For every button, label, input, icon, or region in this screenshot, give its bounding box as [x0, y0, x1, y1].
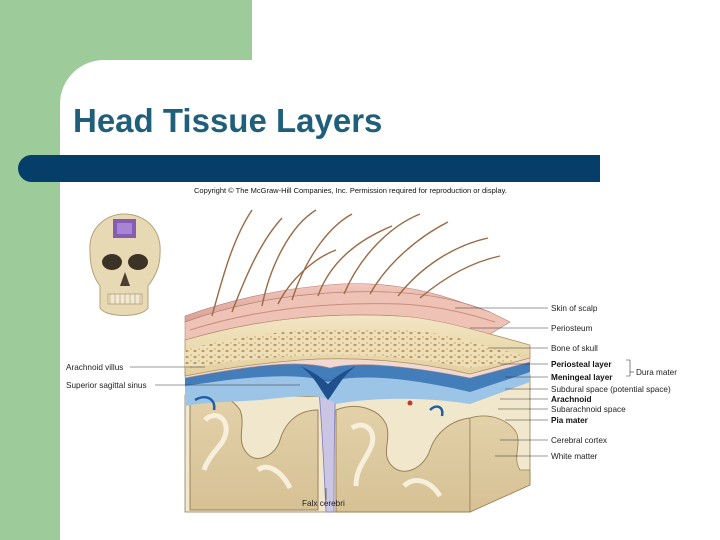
skull-bone-layer — [184, 314, 531, 377]
label-arachnoid: Arachnoid — [551, 395, 592, 404]
label-meningeal-layer: Meningeal layer — [551, 373, 613, 382]
slide-title: Head Tissue Layers — [73, 102, 383, 139]
label-cerebral-cortex: Cerebral cortex — [551, 436, 607, 445]
scalp-hairs — [211, 209, 501, 317]
label-dura-mater: Dura mater — [636, 368, 677, 377]
label-bone-of-skull: Bone of skull — [551, 344, 598, 353]
brain-block — [184, 374, 531, 513]
title-underline-bar — [18, 155, 600, 182]
label-pia-mater: Pia mater — [551, 416, 589, 425]
skull-thumbnail — [89, 213, 161, 316]
label-subarachnoid-space: Subarachnoid space — [551, 405, 626, 414]
leader-lines — [130, 307, 634, 500]
copyright-notice: Copyright © The McGraw-Hill Companies, I… — [194, 186, 507, 195]
label-subdural-space: Subdural space (potential space) — [551, 385, 671, 394]
label-falx-cerebri: Falx cerebri — [302, 499, 345, 508]
label-white-matter: White matter — [551, 452, 598, 461]
label-arachnoid-villus: Arachnoid villus — [66, 363, 123, 372]
label-periosteum: Periosteum — [551, 324, 593, 333]
label-periosteal-layer: Periosteal layer — [551, 360, 612, 369]
label-skin-of-scalp: Skin of scalp — [551, 304, 598, 313]
label-superior-sagittal-sinus: Superior sagittal sinus — [66, 381, 147, 390]
meninges-layers — [184, 350, 531, 417]
scalp-layers — [184, 283, 511, 341]
